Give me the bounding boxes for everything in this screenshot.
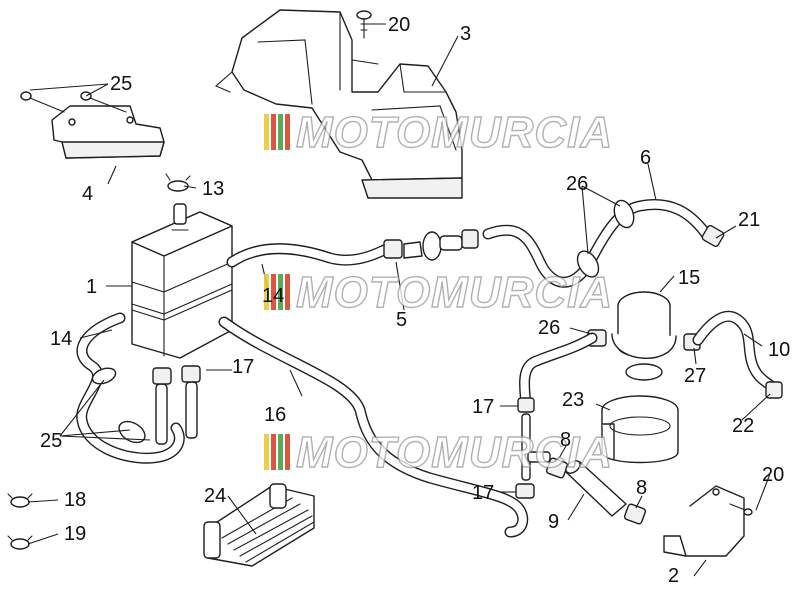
part-25-clamps-left [91,367,146,444]
callout-8-left: 8 [560,429,571,451]
callout-1: 1 [86,276,97,298]
watermark-text-bottom: MOTOMURCIA [296,428,613,477]
callout-2: 2 [668,565,679,587]
callout-9: 9 [548,511,559,533]
part-15-valve [587,291,701,381]
watermark-top: MOTOMURCIA [264,107,613,158]
callout-26-right: 27 [684,365,706,387]
callout-4: 4 [82,183,93,205]
callout-3: 3 [460,23,471,45]
watermark-text-top: MOTOMURCIA [296,108,613,157]
callout-21: 20 [762,464,784,486]
callout-25-upper: 26 [566,173,588,195]
callout-26-left: 26 [538,317,560,339]
callout-25-left: 25 [40,430,62,452]
part-27-mount [601,395,679,464]
part-20-fitting-upper [701,224,725,248]
part-18-clip [7,493,33,508]
part-4-bracket [51,105,165,159]
callout-15: 15 [678,267,700,289]
part-1-canister [131,203,233,359]
callout-23: 25 [110,73,132,95]
callout-24: 24 [204,485,226,507]
part-24-shield [203,483,315,567]
callout-14-left: 14 [50,328,72,350]
part-3-cover [214,9,463,199]
part-5-filter [383,229,479,261]
part-2-bracket [663,485,745,557]
callout-6: 6 [640,147,651,169]
callout-18: 18 [64,489,86,511]
callout-16: 16 [264,404,286,426]
watermark-middle: MOTOMURCIA [264,267,613,318]
watermark-text-middle: MOTOMURCIA [296,268,613,317]
callout-27: 23 [562,389,584,411]
callout-5: 5 [396,309,407,331]
part-25-clamps-upper [576,199,635,278]
part-8-caps [545,457,647,525]
valve-to-tee-hose [515,332,598,499]
canister-outlet-tubes [152,365,201,445]
part-9-hose [565,460,627,517]
callout-20-lower: 22 [732,415,754,437]
watermark-bottom: MOTOMURCIA [264,427,613,478]
callout-labels: 20 3 25 4 13 1 14 14 5 17 16 25 26 6 21 … [40,14,790,587]
part-16-hose [218,316,529,538]
callout-14-right: 14 [262,285,284,307]
part-21-screw [729,503,753,516]
callout-10: 10 [768,339,790,361]
part-14-hoses [76,243,390,464]
part-22-screw [356,10,372,39]
part-19-clip [7,535,33,550]
callout-20-upper: 21 [738,209,760,231]
callout-8-right: 8 [636,477,647,499]
part-13-clip [165,173,191,192]
leader-lines [27,23,771,577]
callout-17-canister: 17 [232,356,254,378]
callout-13: 13 [202,178,224,200]
callout-22: 20 [388,14,410,36]
callout-17-upper: 17 [472,396,494,418]
part-10-hose [692,310,780,396]
callout-17-lower: 17 [472,482,494,504]
callout-19: 19 [64,523,86,545]
